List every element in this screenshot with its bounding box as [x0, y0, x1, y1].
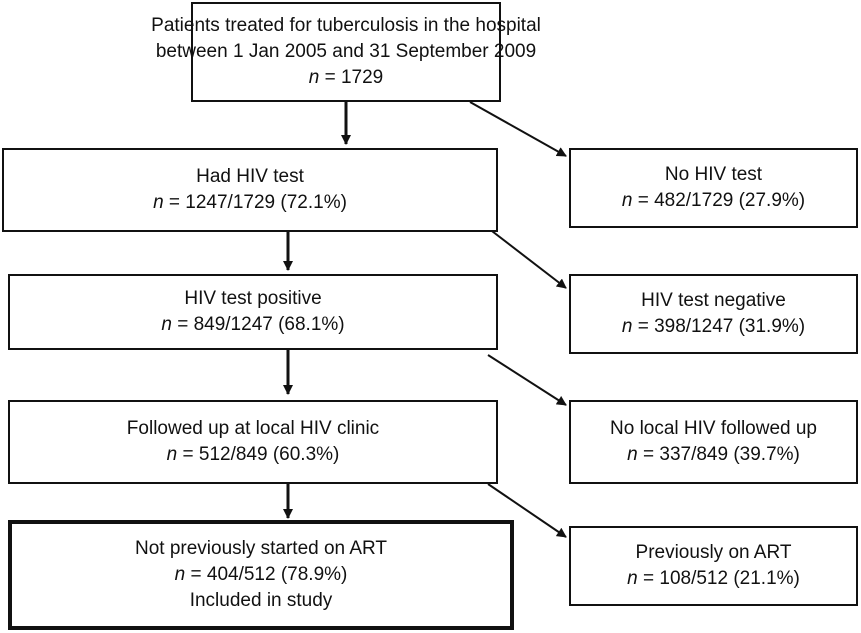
not-followed-title: No local HIV followed up — [610, 418, 817, 439]
arrow-had-test-to-negative — [487, 227, 567, 289]
box-followed-up: Followed up at local HIV clinic n = 512/… — [8, 400, 498, 484]
box-hiv-negative: HIV test negative n = 398/1247 (31.9%) — [569, 274, 858, 354]
followed-count: n = 512/849 (60.3%) — [167, 442, 340, 468]
on-art-count-value: = 108/512 (21.1%) — [637, 568, 800, 589]
not-on-art-count: n = 404/512 (78.9%) — [175, 562, 348, 588]
total-line1: Patients treated for tuberculosis in the… — [151, 15, 541, 36]
n-symbol: n — [153, 192, 164, 213]
on-art-title: Previously on ART — [635, 542, 792, 563]
positive-count-value: = 849/1247 (68.1%) — [171, 314, 345, 335]
n-symbol: n — [161, 314, 172, 335]
n-symbol: n — [166, 444, 178, 465]
no-test-count: n = 482/1729 (27.9%) — [622, 188, 805, 214]
not-on-art-title: Not previously started on ART — [134, 538, 388, 559]
box-not-on-art-included: Not previously started on ART n = 404/51… — [8, 520, 514, 630]
total-line2: between 1 Jan 2005 and 31 September 2009 — [155, 41, 537, 62]
arrow-positive-to-not-followed — [487, 354, 567, 406]
n-symbol: n — [621, 316, 633, 337]
had-test-title: Had HIV test — [196, 166, 304, 187]
positive-count: n = 849/1247 (68.1%) — [161, 312, 344, 338]
negative-count-value: = 398/1247 (31.9%) — [632, 316, 806, 337]
n-symbol: n — [621, 190, 633, 211]
no-test-count-value: = 482/1729 (27.9%) — [632, 190, 806, 211]
n-symbol: n — [627, 444, 638, 465]
box-had-hiv-test: Had HIV test n = 1247/1729 (72.1%) — [2, 148, 498, 232]
included-in-study-note: Included in study — [189, 590, 333, 611]
arrow-total-to-no-test — [469, 101, 567, 157]
n-symbol: n — [308, 67, 320, 88]
positive-title: HIV test positive — [184, 288, 322, 309]
followed-title: Followed up at local HIV clinic — [126, 418, 380, 439]
box-no-hiv-test: No HIV test n = 482/1729 (27.9%) — [569, 148, 858, 228]
followed-count-value: = 512/849 (60.3%) — [177, 444, 340, 465]
box-previously-on-art: Previously on ART n = 108/512 (21.1%) — [569, 526, 858, 606]
arrow-followed-to-on-art — [487, 483, 567, 538]
on-art-count: n = 108/512 (21.1%) — [627, 566, 800, 592]
n-symbol: n — [174, 564, 186, 585]
not-followed-count-value: = 337/849 (39.7%) — [637, 444, 800, 465]
box-hiv-positive: HIV test positive n = 849/1247 (68.1%) — [8, 274, 498, 350]
total-count: n = 1729 — [309, 65, 384, 91]
box-total-patients: Patients treated for tuberculosis in the… — [151, 2, 541, 102]
n-symbol: n — [627, 568, 638, 589]
box-not-followed-up: No local HIV followed up n = 337/849 (39… — [569, 400, 858, 484]
total-count-value: = 1729 — [319, 67, 384, 88]
had-test-count-value: = 1247/1729 (72.1%) — [163, 192, 347, 213]
had-test-count: n = 1247/1729 (72.1%) — [153, 190, 347, 216]
not-followed-count: n = 337/849 (39.7%) — [627, 442, 800, 468]
negative-count: n = 398/1247 (31.9%) — [622, 314, 805, 340]
no-test-title: No HIV test — [664, 164, 763, 185]
negative-title: HIV test negative — [641, 290, 786, 311]
not-on-art-count-value: = 404/512 (78.9%) — [185, 564, 348, 585]
